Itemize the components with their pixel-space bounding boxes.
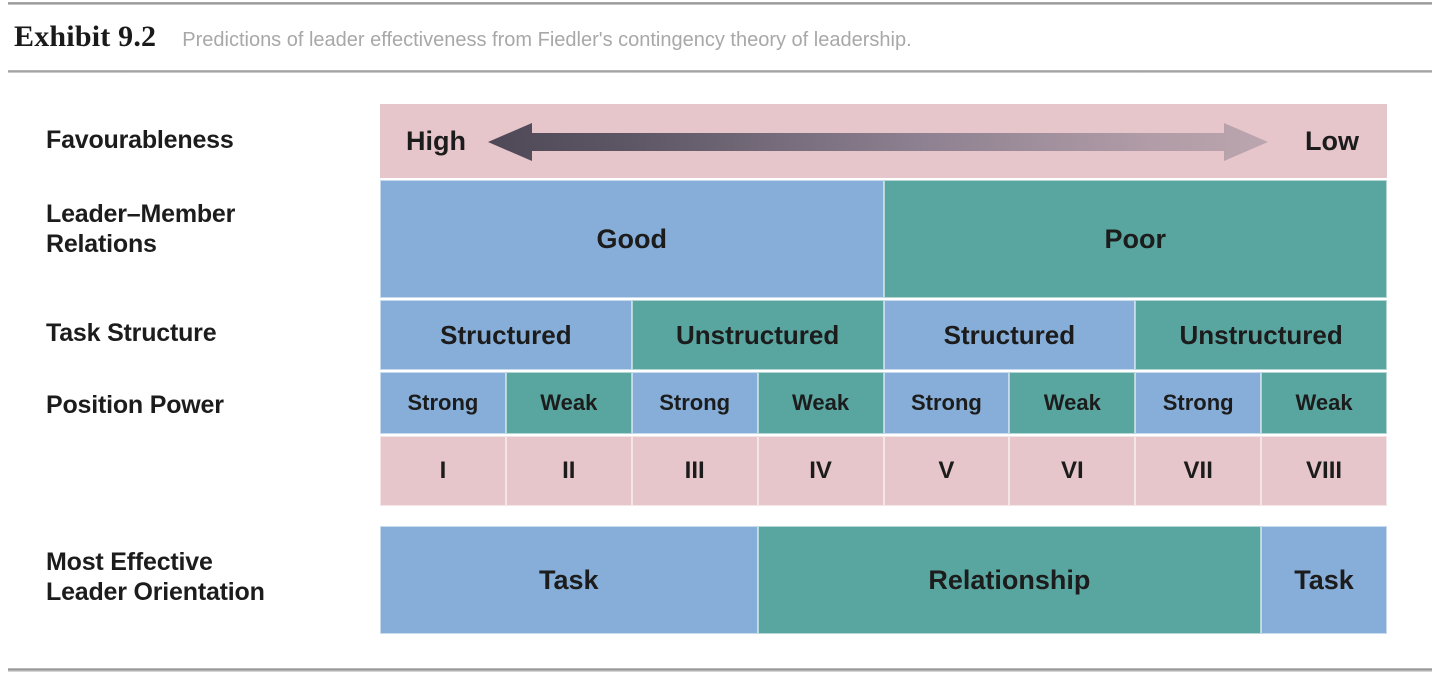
row-label-lmr-line2: Relations xyxy=(46,229,157,258)
exhibit-header: Exhibit 9.2 Predictions of leader effect… xyxy=(14,20,912,62)
row-label-lmr-line1: Leader–Member xyxy=(46,200,236,228)
octant-cell-2: II xyxy=(505,436,632,506)
octant-cell-6: VI xyxy=(1009,436,1136,506)
task-structure-cell-4: Unstructured xyxy=(1135,300,1387,370)
row-label-mlo-line2: Leader Orientation xyxy=(46,577,265,606)
lmr-cell-poor: Poor xyxy=(883,180,1387,298)
exhibit-caption: Predictions of leader effectiveness from… xyxy=(182,29,912,51)
octant-cell-4: IV xyxy=(757,436,884,506)
position-power-cell-8: Weak xyxy=(1261,372,1387,434)
task-structure-row: Structured Unstructured Structured Unstr… xyxy=(380,300,1387,370)
top-divider-rule xyxy=(8,2,1432,5)
favourableness-band: High Low xyxy=(380,104,1387,178)
task-structure-cell-1: Structured xyxy=(380,300,632,370)
row-label-position-power: Position Power xyxy=(46,391,224,419)
leader-member-relations-row: Good Poor xyxy=(380,180,1387,298)
task-structure-cell-3: Structured xyxy=(883,300,1136,370)
position-power-cell-4: Weak xyxy=(757,372,884,434)
row-label-column: Favourableness Leader–Member Relations T… xyxy=(0,104,370,634)
orientation-cell-relationship: Relationship xyxy=(757,526,1262,634)
position-power-cell-7: Strong xyxy=(1135,372,1262,434)
favourableness-low-label: Low xyxy=(1305,125,1359,156)
orientation-cell-task-right: Task xyxy=(1261,526,1387,634)
row-label-leader-member-relations: Leader–Member Relations xyxy=(46,200,235,259)
row-label-mlo-line1: Most Effective xyxy=(46,548,213,576)
lmr-cell-good: Good xyxy=(380,180,884,298)
octant-cell-7: VII xyxy=(1135,436,1262,506)
header-divider-rule xyxy=(8,70,1432,73)
octant-cell-3: III xyxy=(631,436,758,506)
position-power-cell-5: Strong xyxy=(883,372,1010,434)
octant-cell-1: I xyxy=(380,436,506,506)
orientation-cell-task-left: Task xyxy=(380,526,758,634)
exhibit-number-label: Exhibit 9.2 xyxy=(14,20,157,53)
favourableness-high-label: High xyxy=(406,125,466,156)
bottom-divider-rule xyxy=(8,668,1432,672)
task-structure-cell-2: Unstructured xyxy=(631,300,884,370)
leader-orientation-row: Task Relationship Task xyxy=(380,526,1387,634)
double-headed-arrow-icon xyxy=(488,121,1268,163)
position-power-cell-6: Weak xyxy=(1009,372,1136,434)
row-label-favourableness: Favourableness xyxy=(46,126,234,154)
position-power-cell-1: Strong xyxy=(380,372,506,434)
position-power-cell-2: Weak xyxy=(505,372,632,434)
row-label-most-effective-leader-orientation: Most Effective Leader Orientation xyxy=(46,548,265,607)
fiedler-contingency-chart: High Low xyxy=(380,104,1387,634)
octant-cell-8: VIII xyxy=(1261,436,1387,506)
row-label-task-structure: Task Structure xyxy=(46,319,217,347)
octant-number-row: I II III IV V VI VII VIII xyxy=(380,436,1387,506)
position-power-row: Strong Weak Strong Weak Strong Weak Stro… xyxy=(380,372,1387,434)
favourableness-row: High Low xyxy=(380,104,1387,178)
octant-cell-5: V xyxy=(883,436,1010,506)
position-power-cell-3: Strong xyxy=(631,372,758,434)
